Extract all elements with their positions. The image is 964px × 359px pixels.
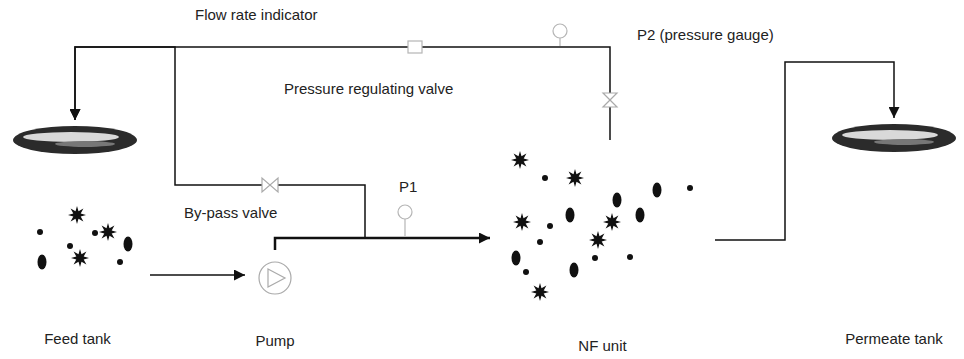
pipe-connector [150, 274, 245, 276]
regulating-valve-symbol [603, 93, 617, 107]
nf-unit: NF unit [490, 140, 715, 355]
feed-tank: Feed tank [5, 120, 150, 348]
node-label: NF unit [578, 337, 626, 355]
permeate-tank: Permeate tank [830, 118, 958, 348]
bypass-valve-symbol [262, 178, 278, 192]
p1-gauge-symbol [398, 205, 412, 236]
instrument-label: Flow rate indicator [193, 6, 320, 24]
pipe-connector [715, 62, 894, 240]
permeate-tank-drawing [830, 118, 958, 348]
flow-indicator-symbol [408, 41, 422, 53]
solute-particles [37, 206, 133, 270]
p2-gauge-symbol [553, 24, 567, 46]
valve-label: By-pass valve [182, 204, 279, 222]
feed-tank-drawing [5, 120, 150, 348]
tank-lid [13, 126, 137, 154]
tank-lid [832, 124, 956, 152]
pipe-connector [75, 47, 610, 140]
node-label: Pump [255, 332, 294, 350]
valve-label: Pressure regulating valve [282, 80, 455, 98]
pump: Pump [245, 250, 305, 350]
nf-unit-drawing [490, 140, 715, 355]
pipe-connector [275, 238, 490, 250]
node-label: Feed tank [44, 330, 111, 348]
gauge-label: P1 [397, 178, 419, 196]
instrument-label: P2 (pressure gauge) [635, 26, 776, 44]
pump-symbol [259, 262, 291, 294]
solute-particles [511, 151, 693, 301]
node-label: Permeate tank [845, 330, 943, 348]
